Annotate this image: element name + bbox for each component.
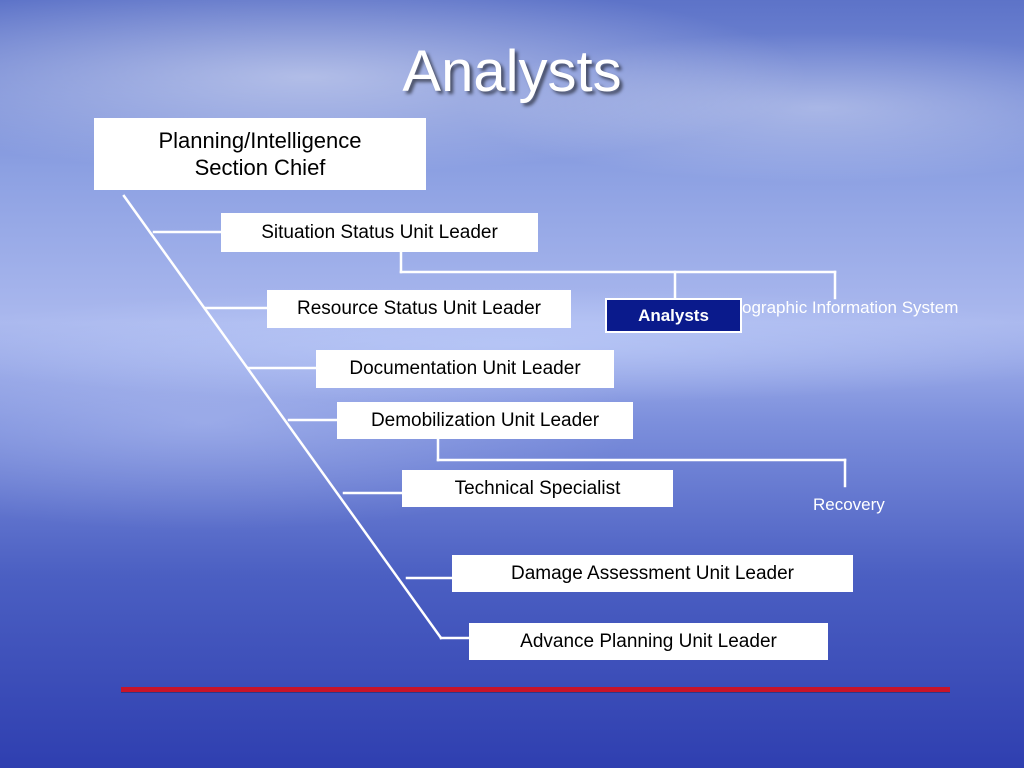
analysts-highlight-box: Analysts (605, 298, 742, 333)
gis-label: ographic Information System (742, 298, 959, 317)
documentation-unit-box: Documentation Unit Leader (316, 350, 614, 388)
section-chief-line1: Planning/Intelligence (158, 127, 362, 153)
damage-assessment-unit-box: Damage Assessment Unit Leader (452, 555, 853, 592)
spine-line (122, 194, 443, 640)
section-chief-box: Planning/Intelligence Section Chief (94, 118, 426, 190)
advance-planning-unit-box: Advance Planning Unit Leader (469, 623, 828, 660)
slide-title: Analysts (402, 39, 622, 104)
recovery-label: Recovery (813, 495, 885, 514)
footer-divider (121, 687, 950, 692)
section-chief-line2: Section Chief (194, 155, 326, 180)
situation-status-unit-box: Situation Status Unit Leader (221, 213, 538, 252)
resource-status-unit-box: Resource Status Unit Leader (267, 290, 571, 328)
technical-specialist-box: Technical Specialist (402, 470, 673, 507)
demobilization-unit-box: Demobilization Unit Leader (337, 402, 633, 439)
